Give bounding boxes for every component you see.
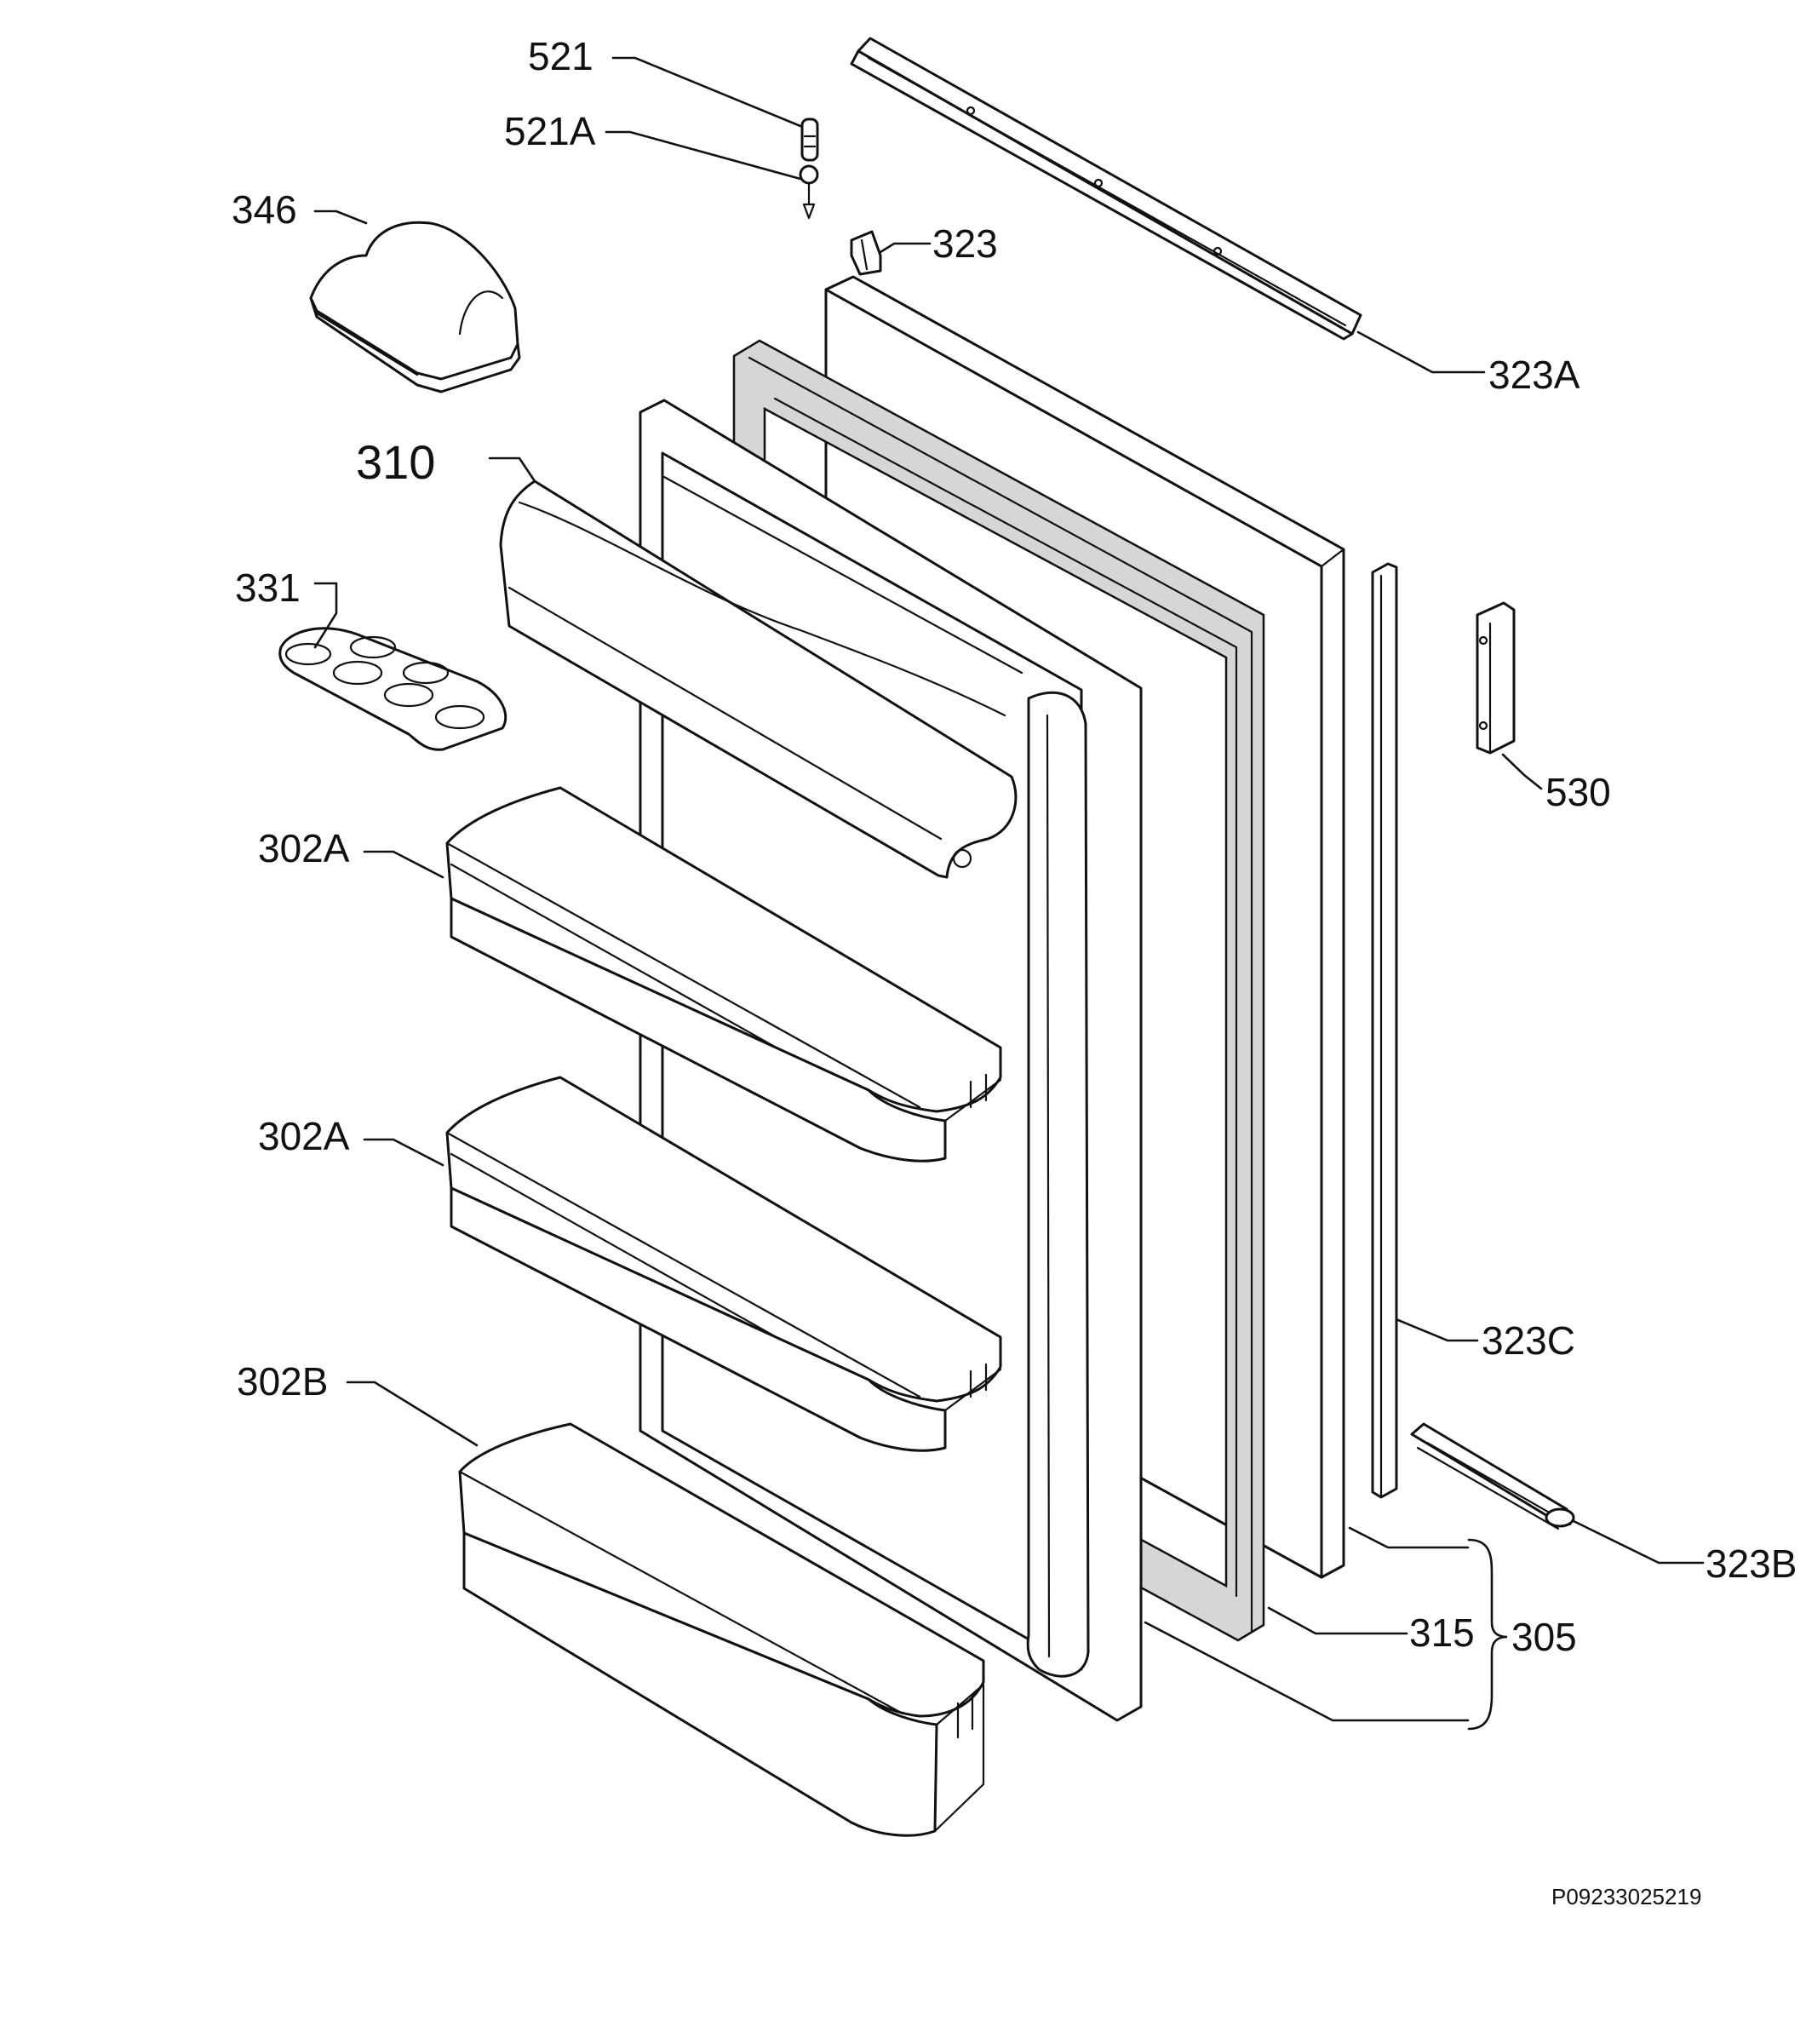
part-323-clip <box>850 230 882 276</box>
part-302a-middle-rack <box>445 1076 1002 1452</box>
label-302a-upper: 302A <box>258 826 350 870</box>
leader-323c <box>1396 1318 1479 1342</box>
leader-323b <box>1572 1519 1705 1565</box>
part-323c-strip <box>1371 562 1398 1499</box>
bracket-305 <box>1467 1538 1508 1731</box>
part-530-bracket <box>1476 601 1516 755</box>
reference-code: P09233025219 <box>1551 1884 1701 1909</box>
leader-521 <box>611 56 802 128</box>
leader-302a-2 <box>363 1138 444 1167</box>
leader-302a-1 <box>363 850 444 879</box>
leader-331 <box>313 582 338 649</box>
leader-315 <box>1267 1606 1408 1635</box>
leader-323 <box>879 242 932 254</box>
label-521a: 521A <box>504 109 596 153</box>
part-521-hinge-pin <box>800 118 819 162</box>
part-labels: 521 521A 346 323 323A 310 331 530 302A 3… <box>232 34 1797 1659</box>
label-323c: 323C <box>1482 1318 1575 1363</box>
label-315: 315 <box>1409 1611 1475 1655</box>
part-346-butter-dish <box>309 221 521 393</box>
label-331: 331 <box>235 566 301 610</box>
leader-lines <box>313 56 1705 1731</box>
label-323b: 323B <box>1706 1542 1797 1586</box>
label-323a: 323A <box>1488 353 1580 397</box>
part-323a-hinge-rail <box>850 37 1362 341</box>
part-331-egg-tray <box>278 627 507 751</box>
leader-346 <box>313 210 368 225</box>
leader-302b <box>346 1381 479 1447</box>
label-530: 530 <box>1545 770 1611 814</box>
leader-310 <box>488 456 536 483</box>
label-302a-middle: 302A <box>258 1114 350 1158</box>
leader-323a <box>1356 330 1486 374</box>
part-302a-upper-rack <box>445 786 1002 1163</box>
leader-521a <box>605 130 802 181</box>
leader-530 <box>1501 753 1543 790</box>
label-323: 323 <box>932 221 998 266</box>
label-310: 310 <box>356 435 435 489</box>
label-302b: 302B <box>237 1359 328 1404</box>
part-521a-screw <box>799 164 819 220</box>
part-310-dairy-lid <box>499 479 1018 879</box>
label-346: 346 <box>232 187 297 232</box>
leader-305-bottom <box>1144 1621 1470 1722</box>
label-305: 305 <box>1511 1615 1577 1659</box>
leader-305-top <box>1348 1526 1470 1549</box>
part-302b-bottom-rack <box>458 1422 985 1837</box>
part-323b-lower-hinge <box>1410 1422 1575 1530</box>
label-521: 521 <box>528 34 593 78</box>
